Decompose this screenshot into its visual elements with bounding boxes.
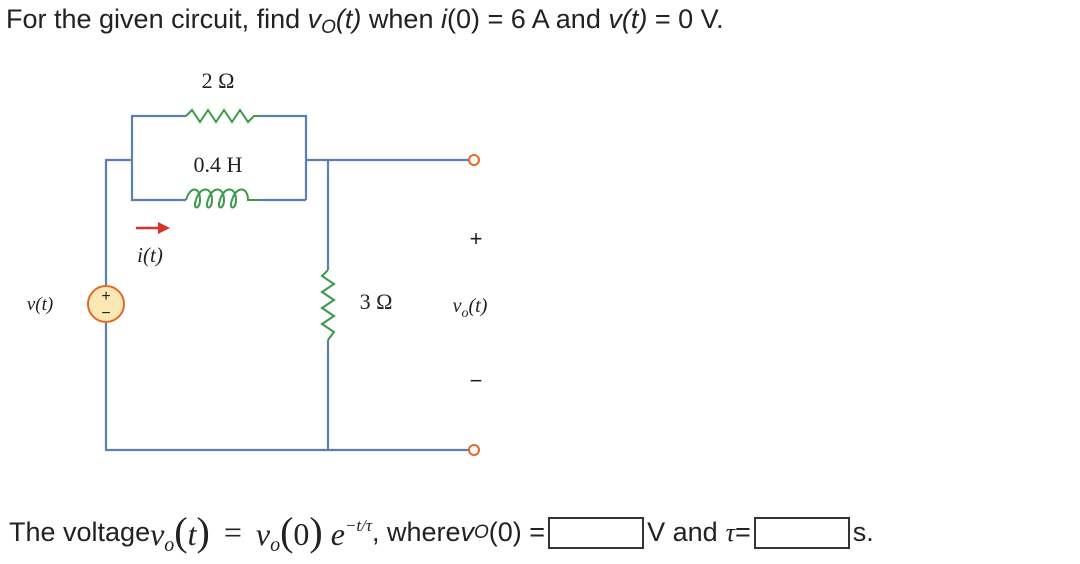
vo-t-symbol: vo(t) (150, 509, 210, 556)
terminal-bottom (468, 444, 480, 456)
tau-input[interactable] (753, 516, 850, 549)
label-inductor: 0.4 H (194, 152, 243, 177)
label-r-top: 2 Ω (202, 68, 235, 93)
source-minus: − (101, 305, 110, 322)
label-current: i(t) (137, 243, 163, 267)
label-source: v(t) (27, 294, 53, 315)
voltage-source (87, 285, 125, 323)
label-plus: + (470, 226, 483, 251)
wire-top-branch (130, 114, 186, 160)
circuit-diagram: + − 2 Ω 0.4 H i(t) v(t) 3 Ω + − vo(t) (27, 68, 488, 456)
question-text: For the given circuit, find vO(t) when i… (6, 4, 724, 38)
label-vo: vo(t) (453, 295, 488, 321)
resistor-2ohm (185, 108, 260, 124)
vo0-input[interactable] (548, 516, 645, 549)
inductor-0-4h (185, 188, 258, 209)
terminal-top (468, 154, 480, 166)
resistor-3ohm (320, 269, 336, 341)
source-plus: + (101, 288, 110, 305)
label-minus: − (470, 368, 483, 393)
vo-0-symbol: vo(0) e−t/τ (255, 509, 372, 556)
wire-left (104, 158, 132, 285)
label-r-mid: 3 Ω (360, 289, 393, 314)
answer-line: The voltage vo(t) = vo(0) e−t/τ , where … (9, 509, 874, 556)
